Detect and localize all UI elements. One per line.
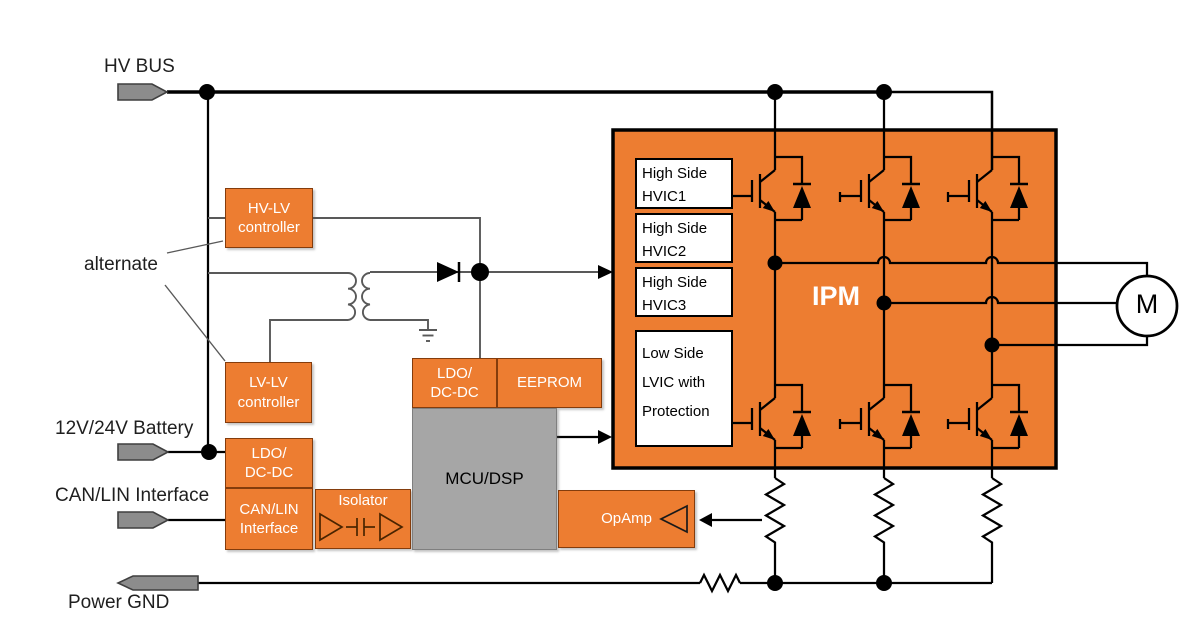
block-ldo-mcu: LDO/ DC-DC	[412, 358, 497, 408]
block-label: DC-DC	[244, 464, 294, 481]
transformer-symbol	[208, 271, 480, 362]
inverter-leg-3	[946, 192, 1004, 583]
diode-symbol	[437, 262, 461, 282]
block-label: controller	[238, 219, 300, 236]
shunt-resistor-3	[980, 477, 1004, 583]
alternate-pointer-lines	[164, 240, 226, 362]
wire-power-gnd	[198, 572, 992, 594]
battery-label: 12V/24V Battery	[55, 418, 194, 439]
box-label: HVIC2	[642, 243, 687, 260]
wire-control-left	[206, 92, 613, 452]
box-label: High Side	[642, 220, 708, 237]
connector-hv-bus	[117, 83, 169, 101]
block-lv-lv-controller: LV-LV controller	[225, 362, 312, 423]
connector-can-lin	[117, 511, 170, 529]
wire-phase-outputs	[775, 255, 1149, 347]
block-label: LV-LV	[249, 374, 288, 391]
block-mcu-dsp: MCU/DSP	[412, 408, 557, 550]
arrow-shunt-to-opamp	[699, 513, 762, 527]
box-label: LVIC with	[642, 374, 706, 391]
block-ldo-battery: LDO/ DC-DC	[225, 438, 313, 488]
box-high-side-hvic2: High Side HVIC2	[635, 213, 733, 263]
isolator-symbol-icon	[319, 512, 404, 541]
block-eeprom: EEPROM	[497, 358, 602, 408]
box-label: High Side	[642, 274, 708, 291]
junction-dots	[199, 84, 1000, 591]
inverter-leg-1	[733, 92, 787, 583]
block-label: Isolator	[338, 492, 388, 509]
arrow-mcu-to-ipm	[557, 430, 612, 444]
block-opamp: OpAmp	[558, 490, 695, 548]
box-high-side-hvic3: High Side HVIC3	[635, 267, 733, 317]
block-label: LDO/	[436, 364, 472, 382]
block-hv-lv-controller: HV-LV controller	[225, 188, 313, 248]
box-label: HVIC3	[642, 297, 687, 314]
connector-battery	[117, 443, 170, 461]
box-label: Protection	[642, 403, 710, 420]
wire-hv-bus	[167, 90, 994, 170]
block-label: Interface	[239, 520, 299, 537]
shunt-resistor-1	[763, 477, 787, 583]
box-high-side-hvic1: High Side HVIC1	[635, 158, 733, 209]
resistor-gnd-series	[698, 572, 742, 594]
hv-bus-label: HV BUS	[104, 56, 175, 77]
block-label: DC-DC	[430, 384, 479, 401]
power-gnd-label: Power GND	[68, 592, 170, 613]
box-label: Low Side	[642, 345, 704, 362]
ground-symbol	[419, 329, 437, 342]
box-label: HVIC1	[642, 188, 687, 205]
opamp-triangle-icon	[659, 504, 688, 534]
shunt-resistor-2	[872, 477, 896, 583]
block-label: LDO/	[251, 444, 287, 462]
box-label: High Side	[642, 165, 708, 182]
block-label: controller	[237, 393, 300, 411]
block-label: CAN/LIN	[239, 500, 299, 518]
box-low-side-lvic: Low Side LVIC with Protection	[635, 330, 733, 447]
block-can-lin-interface: CAN/LIN Interface	[225, 488, 313, 550]
block-label: OpAmp	[601, 510, 652, 528]
connector-power-gnd	[116, 575, 199, 591]
alternate-label: alternate	[84, 254, 158, 275]
ipm-label: IPM	[811, 281, 860, 311]
can-lin-label: CAN/LIN Interface	[55, 485, 210, 506]
block-label: HV-LV	[247, 199, 291, 217]
block-isolator: Isolator	[315, 489, 411, 549]
motor-label: M	[1135, 289, 1159, 319]
block-label: MCU/DSP	[445, 469, 524, 488]
motor-symbol	[1115, 274, 1179, 338]
block-label: EEPROM	[516, 374, 582, 392]
